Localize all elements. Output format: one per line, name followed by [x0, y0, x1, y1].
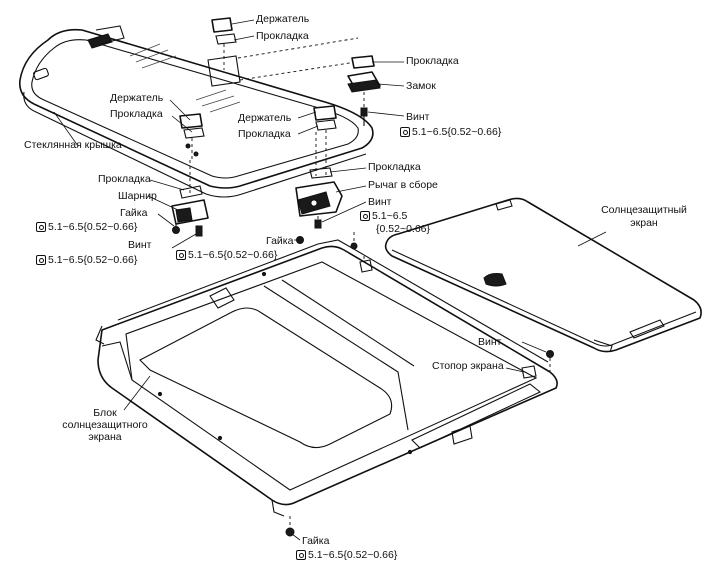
label-hinge: Шарнир: [118, 190, 157, 202]
hinge-assembly: [171, 160, 209, 237]
label-nut-hinge: Гайка: [120, 207, 148, 219]
glass-cover-hinge-bracket: [87, 25, 125, 49]
torque-spec-lever: 5.1~6.5: [360, 210, 407, 222]
label-screw-lock: Винт: [406, 111, 430, 123]
label-unit-3: экрана: [88, 431, 122, 443]
label-lever-assembly: Рычаг в сборе: [368, 179, 438, 191]
holder-left: [179, 113, 205, 160]
torque-value-lever-2: {0.52~0.66}: [376, 223, 431, 235]
holder-top: [207, 17, 241, 87]
label-unit-2: солнцезащитного: [62, 419, 148, 431]
label-sunshade-1: Солнцезащитный: [601, 204, 687, 216]
lever-assembly: [295, 167, 343, 244]
torque-wrench-icon: [36, 222, 46, 232]
label-gasket-mid: Прокладка: [238, 128, 291, 140]
sunshade-screen: [384, 197, 702, 353]
leader-lines: [53, 19, 607, 541]
torque-spec-nut-hinge: 5.1~6.5{0.52~0.66}: [36, 221, 137, 233]
label-gasket-lever: Прокладка: [368, 161, 421, 173]
screen-stopper: [521, 350, 554, 379]
label-gasket-top: Прокладка: [256, 30, 309, 42]
label-stopper: Стопор экрана: [432, 360, 504, 372]
label-holder-left: Держатель: [110, 92, 164, 104]
lock-assembly: [237, 37, 381, 126]
torque-value-nut-hinge: 5.1~6.5{0.52~0.66}: [48, 221, 138, 233]
label-lock: Замок: [406, 80, 436, 92]
torque-spec-lock: 5.1~6.5{0.52~0.66}: [400, 126, 501, 138]
label-nut-bottom: Гайка: [302, 535, 330, 547]
torque-wrench-icon: [360, 211, 370, 221]
torque-value-center: 5.1~6.5{0.52~0.66}: [188, 249, 278, 261]
label-gasket-lock: Прокладка: [406, 55, 459, 67]
label-glass-cover: Стеклянная крышка: [24, 139, 122, 151]
torque-spec-screw-hinge: 5.1~6.5{0.52~0.66}: [36, 254, 137, 266]
torque-spec-bottom: 5.1~6.5{0.52~0.66}: [296, 549, 397, 561]
torque-wrench-icon: [296, 550, 306, 560]
torque-value-lock: 5.1~6.5{0.52~0.66}: [412, 126, 502, 138]
label-holder-mid: Держатель: [238, 112, 292, 124]
sunshade-unit-frame: [95, 232, 558, 537]
torque-wrench-icon: [176, 250, 186, 260]
label-nut-center: Гайка: [266, 235, 294, 247]
label-gasket-left: Прокладка: [110, 108, 163, 120]
torque-wrench-icon: [400, 127, 410, 137]
torque-value-screw-hinge: 5.1~6.5{0.52~0.66}: [48, 254, 138, 266]
glass-hatching: [129, 43, 241, 113]
glass-cover: [18, 25, 374, 198]
label-screw-lever: Винт: [368, 196, 392, 208]
label-gasket-hinge: Прокладка: [98, 173, 151, 185]
label-screw-stopper: Винт: [478, 336, 502, 348]
torque-spec-center: 5.1~6.5{0.52~0.66}: [176, 249, 277, 261]
label-unit-1: Блок: [93, 407, 117, 419]
label-holder-top: Держатель: [256, 13, 310, 25]
torque-wrench-icon: [36, 255, 46, 265]
label-sunshade-2: экран: [630, 217, 658, 229]
label-screw-hinge: Винт: [128, 239, 152, 251]
torque-value-lever-1: 5.1~6.5: [372, 210, 408, 222]
torque-value-bottom: 5.1~6.5{0.52~0.66}: [308, 549, 398, 561]
